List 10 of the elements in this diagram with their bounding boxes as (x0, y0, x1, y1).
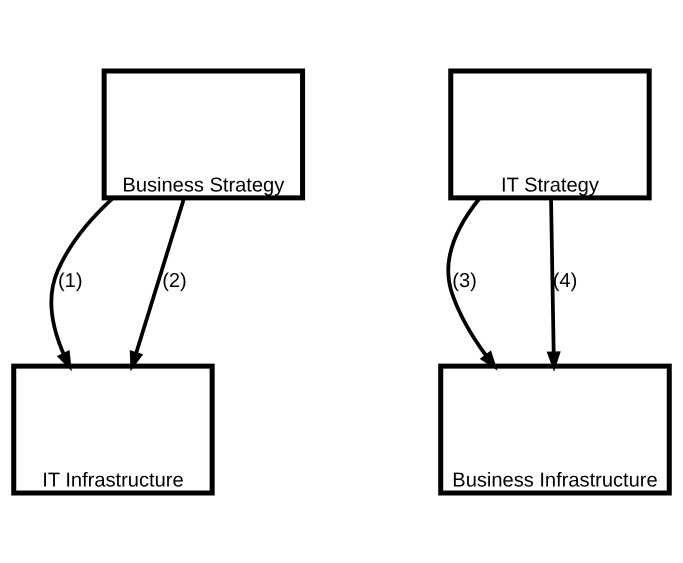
node-box: Business Infrastructure (438, 363, 672, 495)
edge-label: (4) (552, 269, 578, 292)
edge-label: (3) (452, 269, 477, 292)
arrow (546, 198, 561, 372)
edge-label: (2) (162, 269, 187, 292)
edge-label: (1) (58, 269, 83, 292)
node-box: IT Strategy (448, 68, 652, 200)
node-box: IT Infrastructure (11, 363, 215, 495)
arrow (130, 197, 186, 371)
node-box: Business Strategy (102, 68, 306, 200)
